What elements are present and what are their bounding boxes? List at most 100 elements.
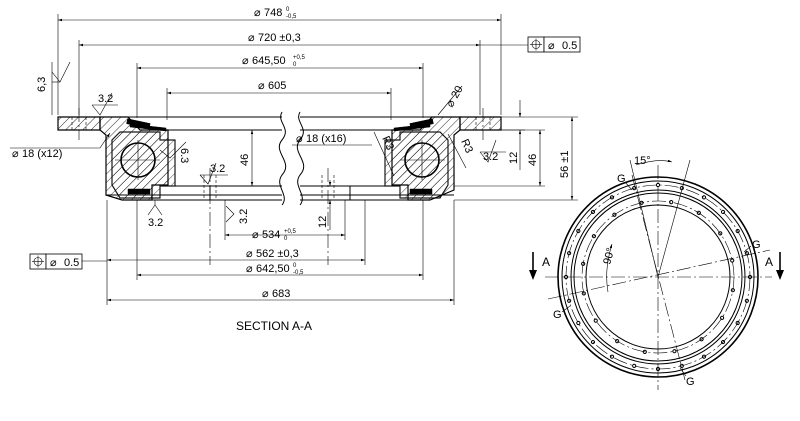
roughness-symbol-3-2-top: 3.2 <box>91 92 118 116</box>
dim-18-x16: ⌀ 18 (x16) <box>292 133 372 146</box>
dim-605: ⌀ 605 <box>166 80 392 120</box>
dim-text: 46 <box>527 154 539 166</box>
section-marker-right: A <box>765 252 784 280</box>
tol-upper: +0,5 <box>293 55 306 61</box>
g-label: G <box>553 309 562 321</box>
dim-605-text: 605 <box>268 80 286 92</box>
g-leader <box>624 181 633 191</box>
dim-720: ⌀ 720 ±0,3 <box>78 32 481 115</box>
dim-46-left: 46 <box>239 130 254 186</box>
roughness-symbol-3-2-vertical: 3.2 <box>225 205 250 224</box>
position-tolerance-bottom: ⌀ 0.5 <box>29 253 107 270</box>
dim-18-x12-text: 18 (x12) <box>22 148 62 160</box>
tol-upper: 0 <box>286 7 290 13</box>
diameter-symbol: ⌀ <box>248 32 255 44</box>
bolt-hole <box>590 339 596 345</box>
tol-lower: -0,5 <box>286 14 297 20</box>
tolerance-value: 0.5 <box>64 257 79 269</box>
roughness-value: 3.2 <box>483 151 498 163</box>
diameter-symbol: ⌀ <box>252 229 259 241</box>
dim-text: 56 ±1 <box>559 151 571 178</box>
dim-text: 46 <box>239 154 251 166</box>
g-leader <box>743 245 752 253</box>
dim-562-text: 562 ±0,3 <box>256 248 299 260</box>
bolt-hole <box>701 354 707 359</box>
g-leader <box>679 367 687 377</box>
roughness-value: 3.2 <box>210 163 225 175</box>
bolt-hole <box>720 209 726 215</box>
bolt-hole <box>669 200 674 205</box>
bolt-hole <box>720 315 725 320</box>
bolt-hole <box>730 258 735 263</box>
dim-20-text: 20 <box>449 84 466 101</box>
roughness-symbol-6-3-inner: 6.3 <box>159 141 190 163</box>
angle-90-arc <box>606 243 613 293</box>
g-leader <box>561 305 571 313</box>
dim-18-x16-text: 18 (x16) <box>306 133 346 145</box>
bolt-hole <box>699 337 704 342</box>
diameter-symbol: ⌀ <box>12 148 19 160</box>
dim-text: 12 <box>317 216 329 228</box>
tolerance-value: 0.5 <box>562 40 577 52</box>
section-label: SECTION A-A <box>236 319 312 333</box>
roughness-value: 6.3 <box>178 148 190 163</box>
position-icon <box>32 255 44 268</box>
radius-text: R3 <box>458 137 475 155</box>
dim-720-text: 720 ±0,3 <box>258 32 301 44</box>
diameter-symbol: ⌀ <box>246 263 253 275</box>
bolt-hole <box>567 298 572 303</box>
dim-683: ⌀ 683 <box>106 200 455 305</box>
bolt-hole <box>696 210 701 215</box>
section-marker-text: A <box>765 255 773 269</box>
g-label: G <box>686 376 695 388</box>
dim-683-text: 683 <box>272 288 290 300</box>
bolt-hole <box>701 195 707 200</box>
dim-642: ⌀ 642,50 0 -0,5 <box>136 200 424 280</box>
dim-56: 56 ±1 <box>454 116 578 201</box>
radius-r3-left: R3 <box>373 131 396 177</box>
bolt-hole <box>672 349 677 354</box>
bolt-hole <box>642 349 647 354</box>
diameter-symbol: ⌀ <box>254 7 261 19</box>
angle-15-arc <box>635 159 673 166</box>
bolt-hole <box>615 339 620 344</box>
bolt-hole <box>576 228 581 234</box>
roughness-symbol-3-2-mid: 3.2 <box>199 162 228 185</box>
bolt-hole <box>590 209 596 215</box>
tol-upper: 0 <box>293 263 297 269</box>
section-marker-left: A <box>529 252 550 280</box>
g-label: G <box>752 239 761 251</box>
dim-562: ⌀ 562 ±0,3 <box>107 200 366 265</box>
bolt-hole <box>609 354 615 359</box>
bolt-hole <box>609 195 615 200</box>
roughness-symbol-3-2-bottom: 3.2 <box>147 200 163 229</box>
tol-lower: -0,5 <box>293 270 304 276</box>
bolt-hole <box>576 320 581 326</box>
section-marker-text: A <box>542 255 550 269</box>
radius-r3-right: R3 <box>447 133 475 169</box>
roughness-value: 3.2 <box>98 93 113 105</box>
bolt-hole <box>593 318 598 323</box>
rotated-centerline-2 <box>631 174 686 381</box>
rotated-centerline <box>547 249 771 300</box>
dim-20: ⌀ 20 <box>437 84 466 116</box>
dim-12-right: 12 <box>501 100 525 170</box>
dim-645-text: 645,50 <box>252 55 286 67</box>
roughness-symbol-6-3: 6,3 <box>36 61 71 115</box>
position-icon <box>530 38 542 51</box>
tol-lower: 0 <box>284 236 288 242</box>
dim-748-text: 748 <box>264 7 282 19</box>
dim-46-right: 46 <box>454 129 545 187</box>
dim-642-text: 642,50 <box>256 263 290 275</box>
bolt-hole <box>730 288 735 293</box>
roughness-symbol-3-2-right: 3.2 <box>479 139 506 163</box>
bearing-section-left <box>57 108 502 265</box>
roughness-value: 6,3 <box>36 77 48 92</box>
bolt-hole <box>718 231 723 236</box>
bolt-hole <box>612 212 617 217</box>
diameter-symbol: ⌀ <box>262 288 269 300</box>
bolt-hole <box>735 228 740 234</box>
g-label: G <box>617 173 626 185</box>
section-view: ⌀ 748 0 -0,5 ⌀ 720 ±0,3 ⌀ 0.5 <box>10 7 581 333</box>
